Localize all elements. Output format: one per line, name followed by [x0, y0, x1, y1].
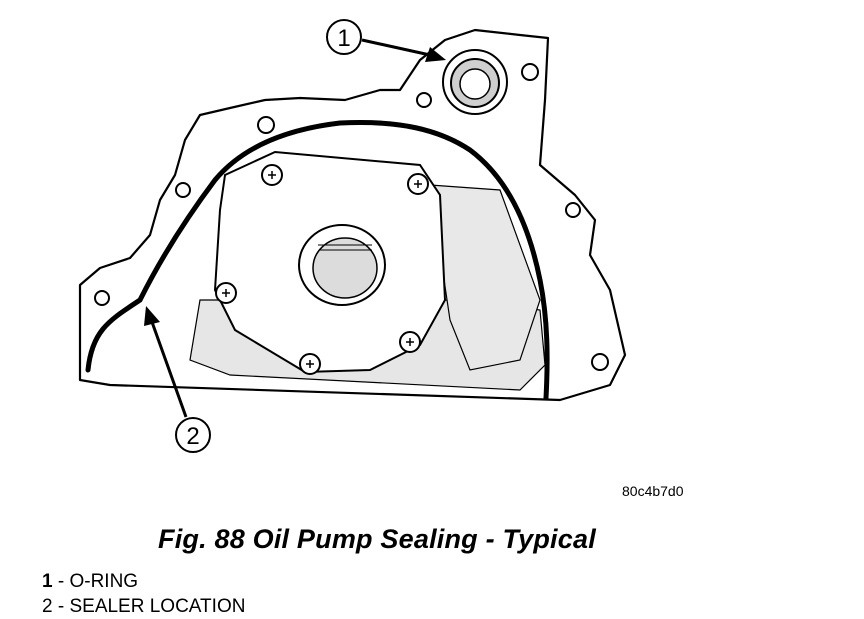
- cover-screw: [407, 173, 429, 195]
- legend-item: 1 - O-RING: [42, 569, 245, 594]
- mounting-hole: [257, 116, 275, 134]
- mounting-hole: [175, 182, 191, 198]
- legend-item-text: O-RING: [69, 571, 139, 592]
- mounting-hole: [521, 63, 539, 81]
- legend-separator: -: [57, 596, 70, 617]
- drive-bore-splines: [318, 244, 372, 251]
- cover-screw: [299, 353, 321, 375]
- illustration-code: 80c4b7d0: [622, 483, 684, 499]
- figure-caption: Fig. 88 Oil Pump Sealing - Typical: [158, 524, 596, 554]
- cover-screw: [399, 331, 421, 353]
- legend-separator: -: [57, 571, 70, 592]
- legend: 1 - O-RING 2 - SEALER LOCATION: [42, 569, 245, 619]
- callout-2-number: 2: [186, 423, 199, 450]
- callout-2: 2: [175, 417, 211, 453]
- legend-item-text: SEALER LOCATION: [69, 596, 246, 617]
- cover-screw: [215, 282, 237, 304]
- mounting-hole: [416, 92, 432, 108]
- legend-item-number: 2: [42, 596, 53, 617]
- cover-screw: [261, 164, 283, 186]
- legend-item: 2 - SEALER LOCATION: [42, 594, 245, 619]
- mounting-hole: [94, 290, 110, 306]
- mounting-hole: [565, 202, 581, 218]
- callout-2-arrow: [144, 306, 188, 418]
- sealer-bead: [85, 120, 550, 401]
- callout-1: 1: [326, 19, 362, 55]
- o-ring-bore: [459, 68, 491, 100]
- callout-1-arrow: [361, 38, 446, 62]
- gear-housing-shade: [429, 184, 541, 371]
- callout-1-number: 1: [337, 25, 350, 52]
- legend-item-number: 1: [42, 571, 53, 592]
- drive-bore-inner: [312, 237, 378, 299]
- mounting-hole: [591, 353, 609, 371]
